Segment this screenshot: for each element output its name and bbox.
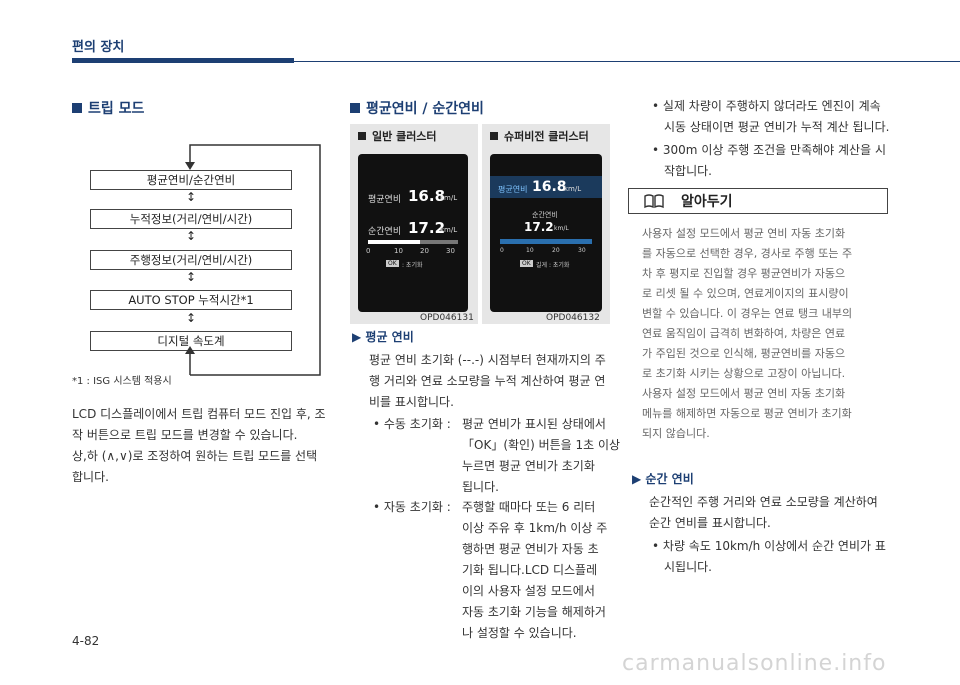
manual-reset-text: 평균 연비가 표시된 상태에서 「OK」(확인) 버튼을 1초 이상 누르면 평…: [462, 417, 621, 494]
note-text: 사용자 설정 모드에서 평균 연비 자동 초기화 를 자동으로 선택한 경우, …: [642, 227, 853, 440]
super-cluster-image: 평균연비 16.8 km/L 순간연비 17.2 km/L 0 10 20 30…: [490, 154, 602, 312]
watermark: carmanualsonline.info: [622, 651, 887, 676]
normal-cluster-panel: 일반 클러스터 평균연비 16.8 km/L 순간연비 17.2 km/L 0 …: [350, 124, 478, 324]
fuel-economy-heading: 평균연비 / 순간연비: [350, 98, 484, 118]
chapter-title: 편의 장치: [72, 40, 125, 55]
super-cluster-panel: 슈퍼비전 클러스터 평균연비 16.8 km/L 순간연비 17.2 km/L …: [482, 124, 610, 324]
auto-reset-text: 주행할 때마다 또는 6 리터 이상 주유 후 1km/h 이상 주 행하면 평…: [462, 500, 608, 640]
flow-box-4: AUTO STOP 누적시간*1: [90, 290, 292, 310]
avg-economy-heading: ▶ 평균 연비: [352, 330, 414, 344]
loop-arrow-icon: [185, 144, 321, 376]
updown-arrow-icon: ↕: [186, 190, 197, 204]
trip-mode-heading: 트립 모드: [72, 98, 144, 118]
note-title: 알아두기: [681, 194, 733, 210]
super-cluster-label: 슈퍼비전 클러스터: [490, 128, 589, 144]
image-code: OPD046132: [546, 313, 600, 323]
bullet-item: • 300m 이상 주행 조건을 만족해야 계산을 시 작합니다.: [652, 143, 886, 178]
updown-arrow-icon: ↕: [186, 311, 197, 325]
updown-arrow-icon: ↕: [186, 270, 197, 284]
image-code: OPD046131: [420, 313, 474, 323]
bullet-item: • 실제 차량이 주행하지 않더라도 엔진이 계속 시동 상태이면 평균 연비가…: [652, 99, 890, 134]
note-box: 알아두기: [628, 188, 888, 214]
page-number: 4-82: [72, 634, 100, 648]
normal-cluster-image: 평균연비 16.8 km/L 순간연비 17.2 km/L 0 10 20 30…: [358, 154, 468, 312]
flow-box-2: 누적정보(거리/연비/시간): [90, 209, 292, 229]
trip-mode-description: LCD 디스플레이에서 트립 컴퓨터 모드 진입 후, 조 작 버튼으로 트립 …: [72, 407, 326, 484]
instant-economy-heading: ▶ 순간 연비: [632, 472, 694, 486]
avg-economy-description: 평균 연비 초기화 (--.-) 시점부터 현재까지의 주 행 거리와 연료 소…: [369, 353, 606, 409]
flow-box-3: 주행정보(거리/연비/시간): [90, 250, 292, 270]
bullet-item: • 차량 속도 10km/h 이상에서 순간 연비가 표 시됩니다.: [652, 539, 886, 574]
flow-box-5: 디지털 속도계: [90, 331, 292, 351]
manual-reset-label: • 수동 초기화 :: [373, 417, 451, 431]
normal-cluster-label: 일반 클러스터: [358, 128, 437, 144]
book-icon: [644, 194, 664, 209]
triangle-right-icon: ▶: [632, 472, 642, 486]
updown-arrow-icon: ↕: [186, 229, 197, 243]
auto-reset-label: • 자동 초기화 :: [373, 500, 451, 514]
header-line: [294, 61, 960, 62]
instant-economy-description: 순간적인 주행 거리와 연료 소모량을 계산하여 순간 연비를 표시합니다.: [649, 495, 878, 530]
triangle-right-icon: ▶: [352, 330, 362, 344]
footnote: *1 : ISG 시스템 적용시: [72, 376, 172, 387]
flow-box-1: 평균연비/순간연비: [90, 170, 292, 190]
fuel-bar-fill: [368, 240, 420, 244]
header-bar: [72, 58, 294, 63]
fuel-bar-fill: [500, 239, 592, 244]
